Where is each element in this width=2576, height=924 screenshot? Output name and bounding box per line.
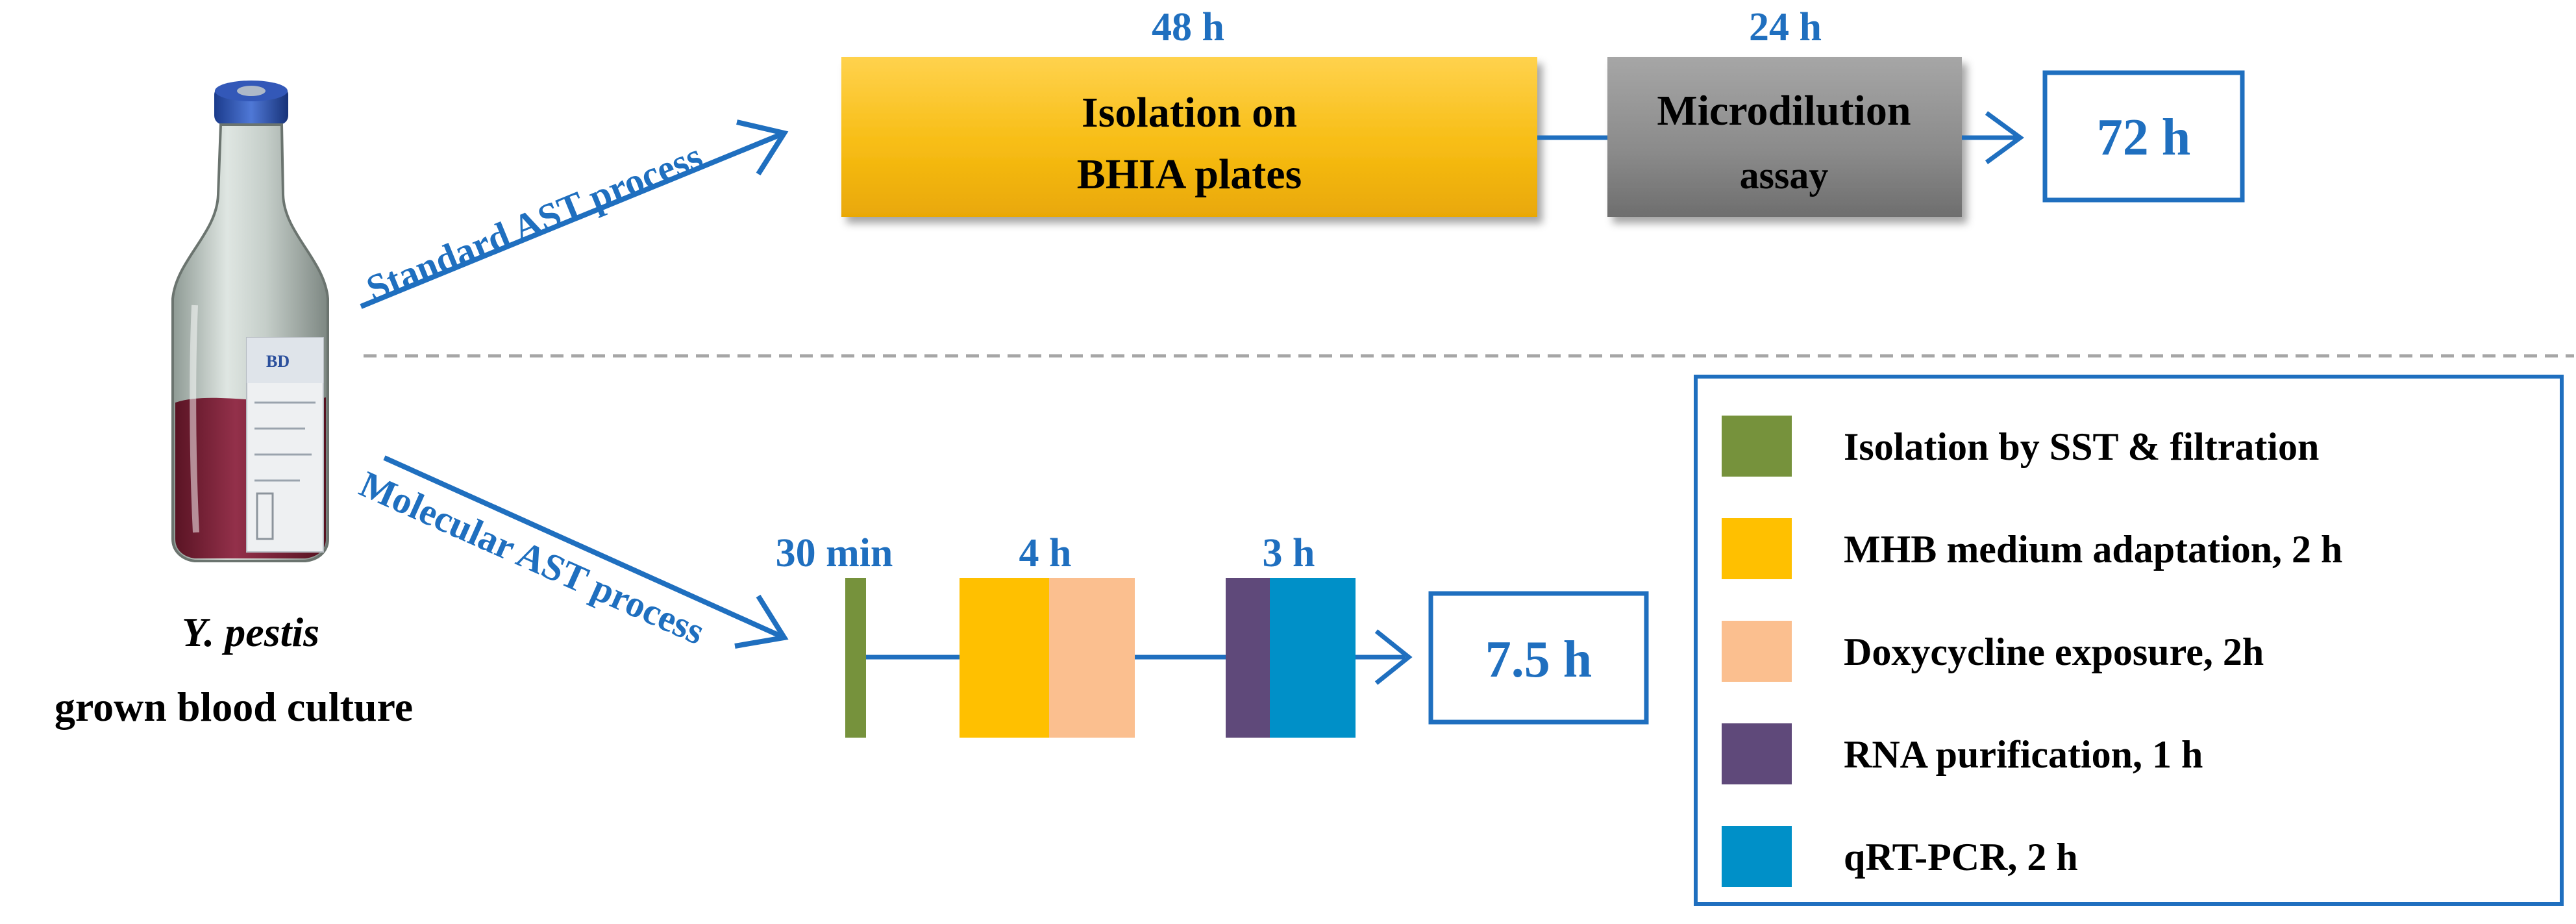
molecular-step-doxycycline-bar [1049,578,1135,738]
standard-branch-arrow [360,131,786,309]
molecular-time-adaptation: 4 h [1019,531,1072,575]
molecular-step-qrtpcr-bar [1270,578,1356,738]
isolation-bhia-box: Isolation on BHIA plates [841,57,1537,217]
microdilution-box: Microdilution assay [1607,57,1962,217]
standard-process-label: Standard AST process [360,134,708,310]
sample-label-line1: Y. pestis [182,609,319,655]
legend-swatch-1 [1722,518,1792,579]
legend-label-0: Isolation by SST & filtration [1844,425,2319,468]
bottle-label-text: BD [266,352,290,371]
legend-label-1: MHB medium adaptation, 2 h [1844,528,2342,571]
legend-label-2: Doxycycline exposure, 2h [1844,631,2264,673]
standard-step2-time: 24 h [1749,5,1822,49]
molecular-total-arrowhead-icon [1374,629,1413,685]
standard-step1-line1: Isolation on [1082,89,1297,136]
blood-culture-bottle-icon: BD [171,81,329,562]
legend-frame [1694,375,2564,906]
standard-step1-line2: BHIA plates [1077,151,1302,198]
standard-branch-arrowhead-icon [736,119,789,176]
legend-swatch-0 [1722,416,1792,477]
molecular-step-isolation-bar [845,578,866,738]
molecular-process-label: Molecular AST process [354,462,711,653]
molecular-step-rna-bar [1226,578,1270,738]
molecular-branch-arrow [383,455,786,640]
legend-swatch-3 [1722,723,1792,784]
sample-label-line2: grown blood culture [55,684,413,730]
molecular-branch-arrowhead-icon [734,594,789,649]
molecular-step-adaptation-bar [960,578,1049,738]
molecular-time-isolation: 30 min [776,531,893,575]
standard-total-time: 72 h [2097,109,2191,166]
legend-swatch-4 [1722,826,1792,887]
legend-swatch-2 [1722,621,1792,682]
standard-total-box: 72 h [2042,70,2245,203]
standard-step2-line2: assay [1740,154,1829,197]
legend-label-4: qRT-PCR, 2 h [1844,836,2078,879]
standard-total-arrowhead-icon [1985,111,2024,164]
standard-step1-time: 48 h [1152,5,1224,49]
molecular-total-time: 7.5 h [1485,631,1592,688]
standard-step2-line1: Microdilution [1657,87,1911,134]
molecular-total-box: 7.5 h [1428,591,1649,725]
legend-label-3: RNA purification, 1 h [1844,733,2203,776]
molecular-time-rna: 3 h [1263,531,1315,575]
